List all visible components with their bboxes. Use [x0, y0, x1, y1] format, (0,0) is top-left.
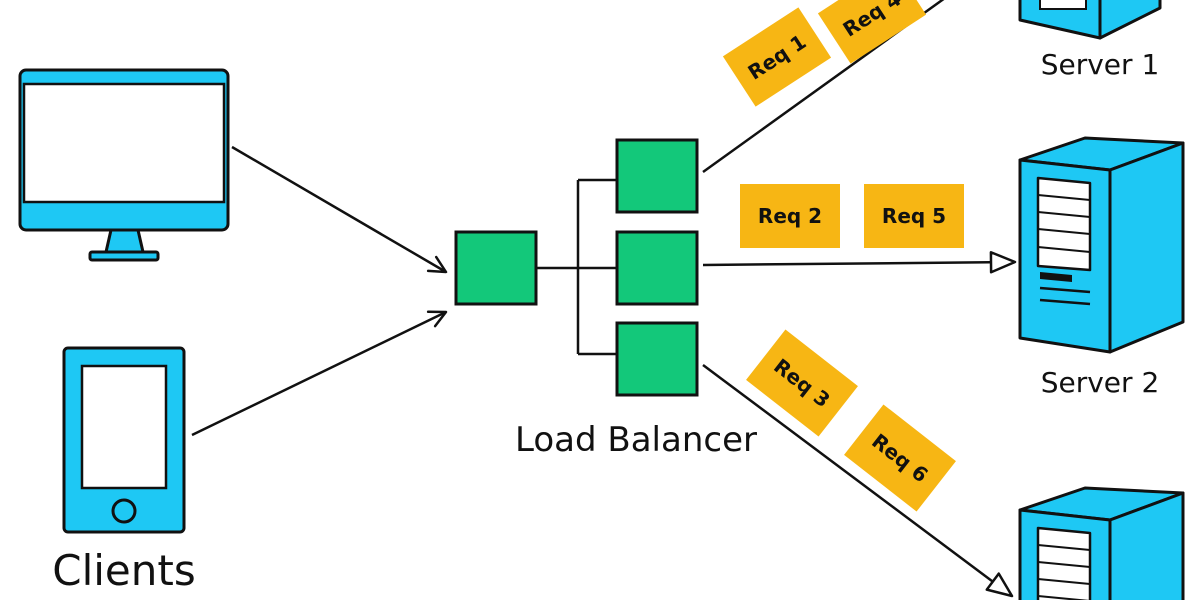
request-tag-req3: Req 3 [746, 329, 858, 437]
request-tag-req6: Req 6 [844, 404, 956, 512]
svg-text:Req 2: Req 2 [758, 204, 822, 228]
request-tag-req5: Req 5 [864, 184, 964, 248]
load-balancer [454, 138, 699, 397]
server-tower-icon [1018, 486, 1185, 600]
desktop-to-lb-arrow [231, 145, 448, 274]
desktop-monitor-icon [18, 68, 230, 262]
phone-to-lb-arrow [191, 310, 448, 437]
server-tower-icon [1018, 136, 1185, 354]
mobile-phone-icon [62, 346, 186, 534]
lb-to-server2-arrow [702, 250, 1017, 274]
lb-output-node-2 [615, 230, 699, 306]
clients-label: Clients [52, 546, 195, 595]
lb-input-node [454, 230, 538, 306]
server2-label: Server 2 [1041, 366, 1160, 399]
lb-output-node-1 [615, 138, 699, 214]
lb-output-node-3 [615, 321, 699, 397]
lb-to-server3-arrow [702, 363, 1014, 598]
server1-label: Server 1 [1041, 48, 1160, 81]
request-tag-req1: Req 1 [722, 7, 832, 107]
server-tower-icon [1018, 0, 1162, 40]
request-tag-req4: Req 4 [817, 0, 927, 64]
request-tag-req2: Req 2 [740, 184, 840, 248]
svg-text:Req 5: Req 5 [882, 204, 946, 228]
load-balancer-label: Load Balancer [515, 420, 757, 460]
